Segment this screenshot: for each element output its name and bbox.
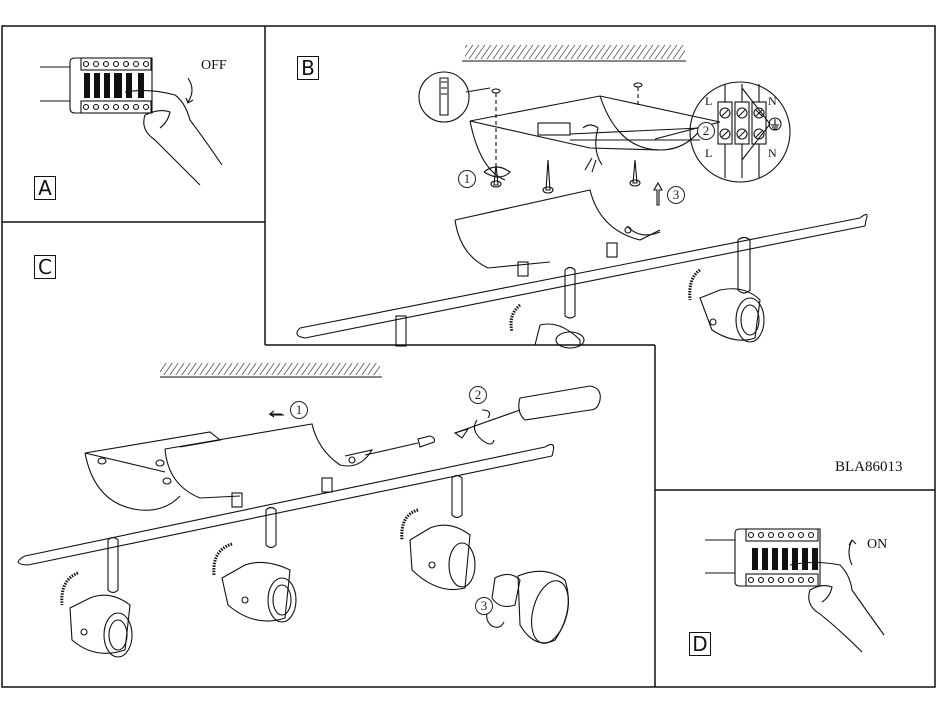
spotlight-c-3 — [400, 508, 476, 591]
panel-label-b: B — [297, 56, 319, 80]
gu10-bulb — [486, 570, 569, 644]
arrow-on-d — [848, 539, 857, 566]
spotlight-b-1 — [509, 303, 585, 349]
switch-state-on: ON — [867, 537, 888, 552]
ceiling-hatch-b — [465, 45, 685, 59]
panel-c-illustration — [17, 363, 601, 658]
terminal-label-l-top: L — [705, 94, 713, 108]
terminal-block — [717, 84, 782, 178]
terminal-label-n-top: N — [768, 94, 777, 108]
spotlight-c-1 — [60, 571, 133, 658]
hand-d — [789, 561, 885, 653]
panel-b-illustration — [296, 45, 868, 349]
spotlight-c-2 — [212, 542, 297, 623]
panel-a-illustration — [40, 57, 223, 186]
ceiling-hatch-c — [160, 363, 380, 375]
panel-label-c: C — [34, 255, 56, 279]
spotlight-b-2 — [688, 268, 765, 343]
breaker-bank-d — [745, 528, 819, 587]
step-c-1: 1 — [290, 401, 308, 419]
switch-state-off: OFF — [201, 58, 227, 73]
panel-label-a: A — [34, 176, 56, 200]
step-b-3: 3 — [667, 186, 685, 204]
panel-label-d: D — [689, 632, 711, 656]
breaker-bank-a — [80, 57, 152, 114]
step-c-3: 3 — [475, 597, 493, 615]
hand-a — [124, 89, 223, 186]
step-c-2: 2 — [469, 386, 487, 404]
model-code: BLA86013 — [835, 459, 903, 475]
terminal-label-l-bottom: L — [705, 146, 713, 160]
step-b-2: 2 — [697, 122, 715, 140]
terminal-label-n-bottom: N — [768, 146, 777, 160]
arrow-off-a — [185, 77, 194, 104]
step-b-1: 1 — [458, 170, 476, 188]
panel-frame — [1, 25, 936, 688]
panel-d-illustration — [705, 528, 885, 653]
